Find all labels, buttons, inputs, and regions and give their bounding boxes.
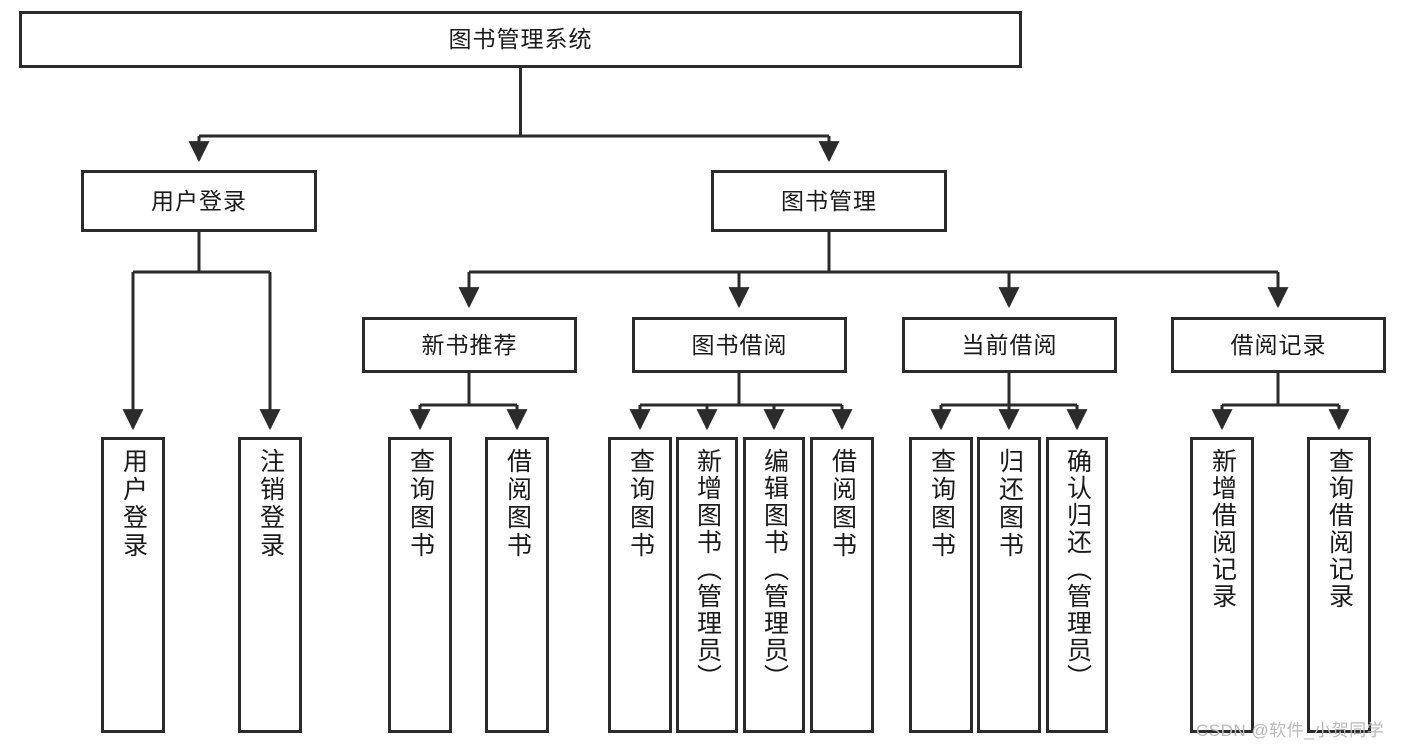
node-new-book-recommend-label: 新书推荐	[421, 331, 518, 358]
node-book-borrow-label: 图书借阅	[691, 331, 788, 358]
node-leaf-add-book-label: 新增图书（管理员）	[693, 448, 722, 691]
node-leaf-add-book[interactable]: 新增图书（管理员）	[676, 437, 738, 733]
node-leaf-query-record-label: 查询借阅记录	[1325, 448, 1354, 610]
node-current-borrow[interactable]: 当前借阅	[902, 317, 1117, 373]
node-leaf-edit-book[interactable]: 编辑图书（管理员）	[743, 437, 805, 733]
node-current-borrow-label: 当前借阅	[961, 331, 1058, 358]
node-leaf-query-book-1[interactable]: 查询图书	[388, 437, 452, 733]
node-leaf-query-book-2[interactable]: 查询图书	[608, 437, 672, 733]
node-leaf-logout[interactable]: 注销登录	[238, 437, 302, 733]
node-borrow-record-label: 借阅记录	[1230, 331, 1327, 358]
node-leaf-return-book[interactable]: 归还图书	[977, 437, 1041, 733]
node-leaf-user-login-label: 用户登录	[119, 448, 148, 560]
node-user-login[interactable]: 用户登录	[81, 170, 317, 232]
node-book-manage[interactable]: 图书管理	[711, 170, 947, 232]
node-leaf-logout-label: 注销登录	[256, 448, 285, 560]
node-leaf-confirm-return[interactable]: 确认归还（管理员）	[1046, 437, 1108, 733]
node-leaf-add-record[interactable]: 新增借阅记录	[1190, 437, 1254, 733]
node-root-label: 图书管理系统	[448, 26, 593, 52]
node-user-login-label: 用户登录	[151, 187, 247, 214]
node-borrow-record[interactable]: 借阅记录	[1171, 317, 1386, 373]
node-book-borrow[interactable]: 图书借阅	[632, 317, 847, 373]
node-leaf-borrow-book-2[interactable]: 借阅图书	[810, 437, 874, 733]
node-new-book-recommend[interactable]: 新书推荐	[362, 317, 577, 373]
csdn-watermark: CSDN @软件_小贺同学	[1196, 721, 1385, 740]
node-leaf-borrow-book-1[interactable]: 借阅图书	[485, 437, 549, 733]
node-leaf-user-login[interactable]: 用户登录	[101, 437, 165, 733]
node-root[interactable]: 图书管理系统	[19, 11, 1022, 68]
node-leaf-query-book-3-label: 查询图书	[927, 448, 956, 560]
node-leaf-borrow-book-1-label: 借阅图书	[503, 448, 532, 560]
node-leaf-query-book-1-label: 查询图书	[406, 448, 435, 560]
node-leaf-confirm-return-label: 确认归还（管理员）	[1063, 448, 1092, 691]
node-book-manage-label: 图书管理	[781, 187, 877, 214]
node-leaf-add-record-label: 新增借阅记录	[1208, 448, 1237, 610]
node-leaf-borrow-book-2-label: 借阅图书	[828, 448, 857, 560]
node-leaf-query-book-3[interactable]: 查询图书	[909, 437, 973, 733]
node-leaf-query-book-2-label: 查询图书	[626, 448, 655, 560]
node-leaf-query-record[interactable]: 查询借阅记录	[1307, 437, 1371, 733]
node-leaf-return-book-label: 归还图书	[995, 448, 1024, 560]
node-leaf-edit-book-label: 编辑图书（管理员）	[760, 448, 789, 691]
